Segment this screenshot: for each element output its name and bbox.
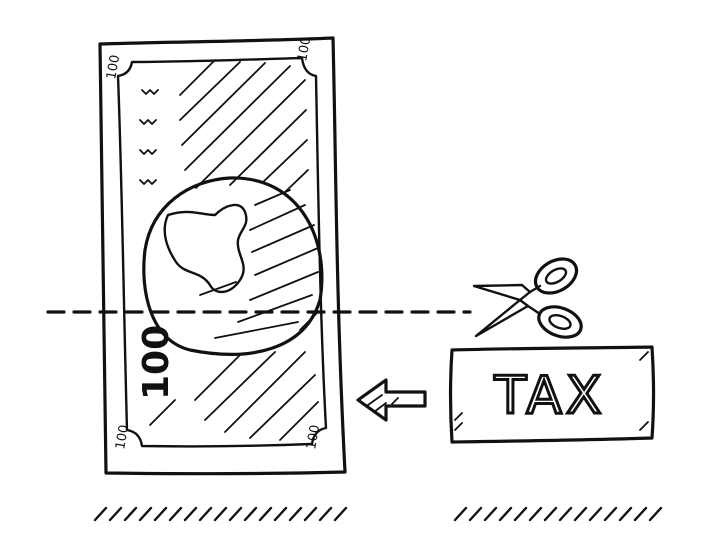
scissors-icon <box>472 257 583 339</box>
portrait-medallion <box>142 176 324 356</box>
banknote-side-number: 100 <box>136 325 177 400</box>
corner-number-top-left: 100 <box>104 54 123 81</box>
ground-hatching-right <box>453 506 663 522</box>
ground-hatching-left <box>93 506 348 522</box>
banknote-icon: 100 100 100 100 <box>98 36 347 476</box>
arrow-left-icon <box>356 378 427 422</box>
tax-label-box: TAX <box>448 345 656 444</box>
tax-label: TAX <box>494 366 606 426</box>
corner-number-top-right: 100 <box>295 36 314 63</box>
corner-number-bottom-right: 100 <box>304 424 323 451</box>
corner-number-bottom-left: 100 <box>113 424 132 451</box>
